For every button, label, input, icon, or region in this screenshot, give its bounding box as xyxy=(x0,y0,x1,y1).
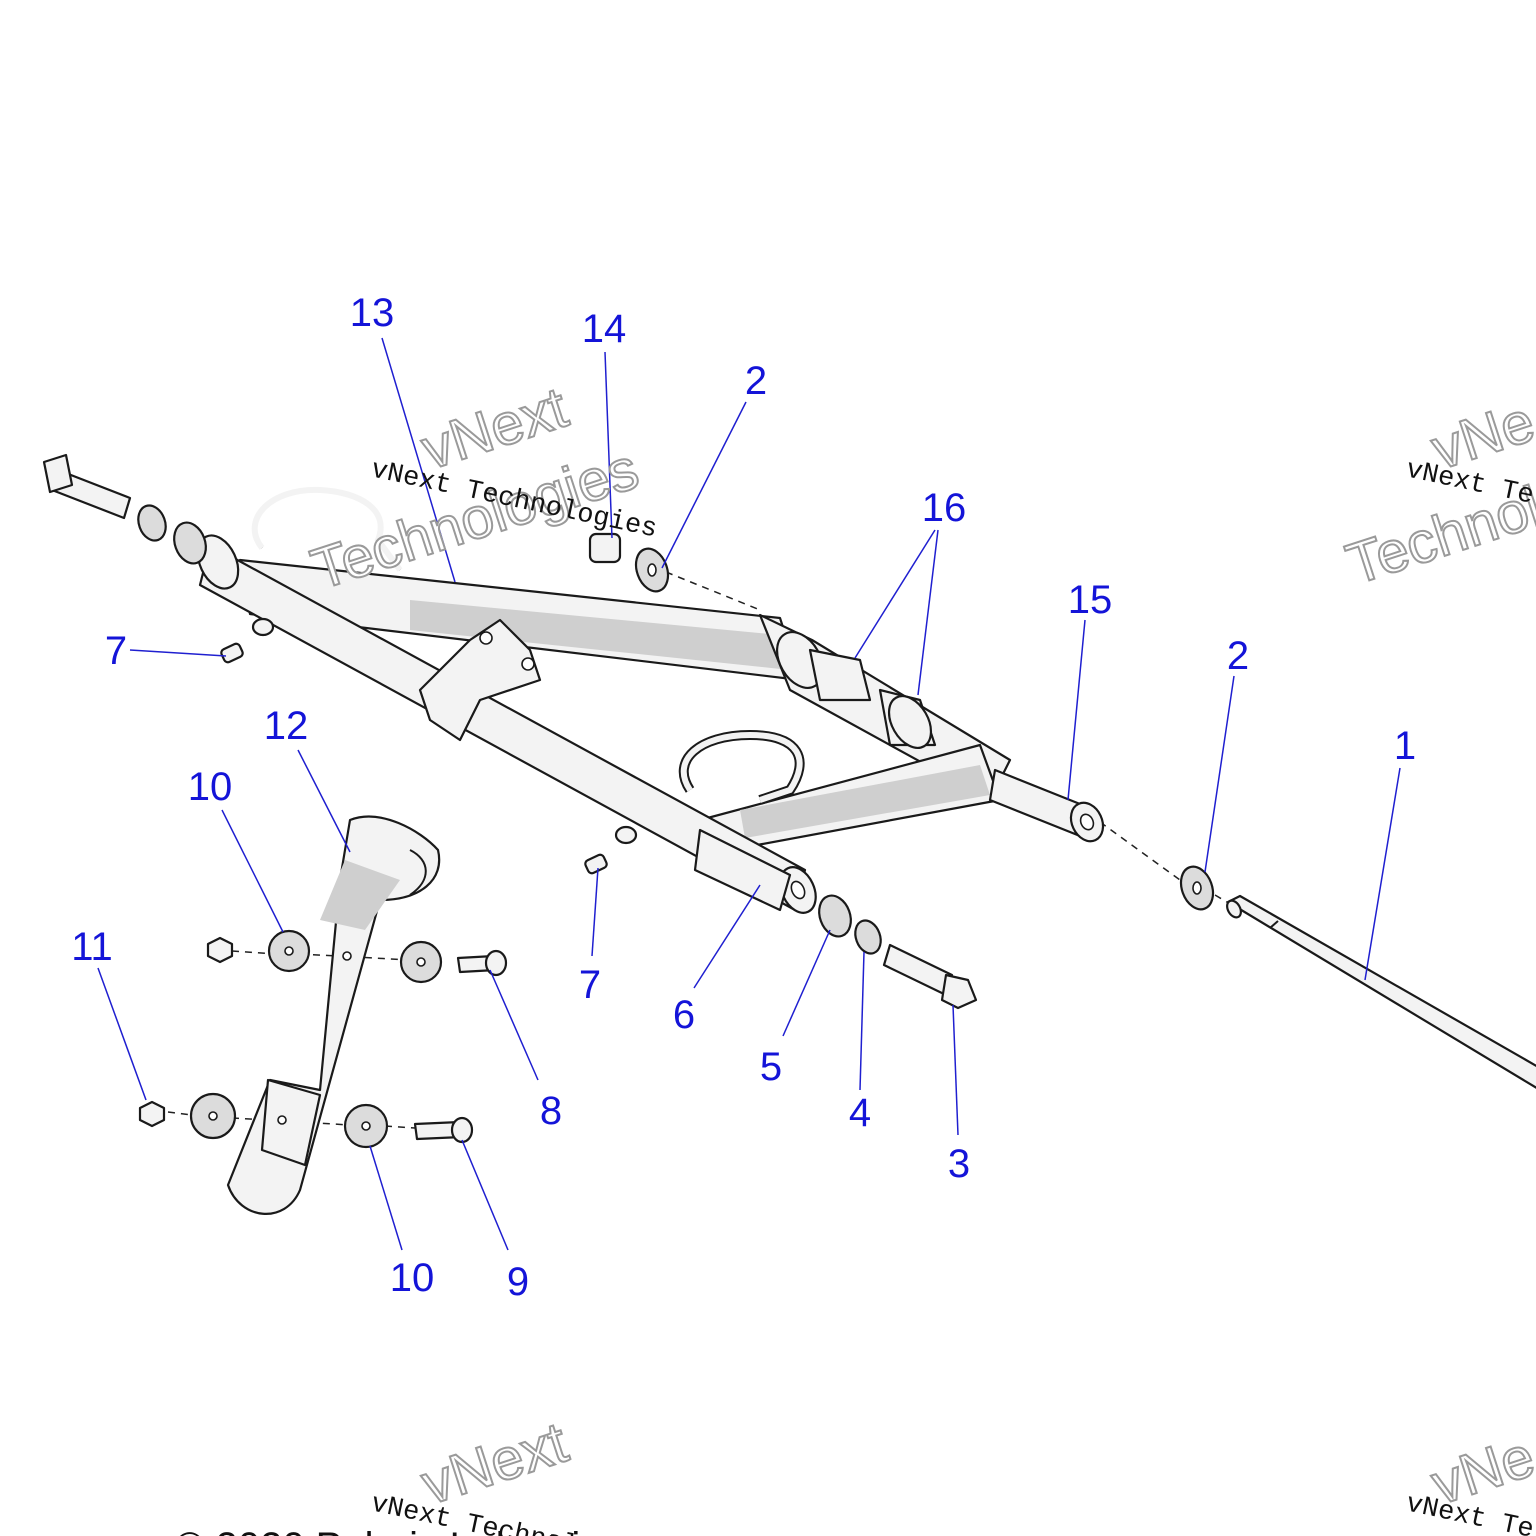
callout-5: 5 xyxy=(760,1045,782,1089)
callout-1: 1 xyxy=(1394,724,1416,768)
callout-2-upper: 2 xyxy=(745,359,767,403)
washer-part-10-upper-left-hole xyxy=(284,946,294,956)
leader-lines xyxy=(97,337,1401,1251)
washer-part-2-upper-hole xyxy=(647,563,657,577)
link-hole-upper xyxy=(342,951,352,961)
bushing-part-14 xyxy=(588,532,622,564)
callout-15: 15 xyxy=(1068,578,1113,622)
axis-line-upper xyxy=(665,571,761,611)
washer-part-10-lower-left-hole xyxy=(208,1111,218,1121)
grease-fitting-part-7-upper xyxy=(220,617,275,664)
callout-9: 9 xyxy=(507,1260,529,1304)
washer-part-10-upper-right-hole xyxy=(416,957,426,967)
callout-2-right: 2 xyxy=(1227,634,1249,678)
bolt-part-8 xyxy=(456,949,508,977)
rod-part-1 xyxy=(1226,894,1536,1089)
callout-7-upper: 7 xyxy=(105,629,127,673)
nut-part-11-lower xyxy=(138,1100,166,1128)
washer-upper-left-2 xyxy=(173,521,207,565)
pivot-bolt-upper-left xyxy=(42,453,132,520)
bolt-part-3 xyxy=(882,943,978,1010)
washer-part-5 xyxy=(818,894,852,938)
washer-part-10-lower-right-hole xyxy=(361,1121,371,1131)
link-hole-lower xyxy=(277,1115,287,1125)
loop-handle-right xyxy=(678,729,805,805)
callout-3: 3 xyxy=(948,1142,970,1186)
loop-handle-left xyxy=(251,486,403,572)
callout-8: 8 xyxy=(540,1089,562,1133)
callout-4: 4 xyxy=(849,1091,871,1135)
callout-14: 14 xyxy=(582,307,627,351)
callout-10-upper: 10 xyxy=(188,765,233,809)
bolt-part-9 xyxy=(413,1116,474,1144)
callout-7-lower: 7 xyxy=(579,963,601,1007)
washer-upper-left-1 xyxy=(137,504,167,542)
lower-right-tube xyxy=(698,743,1105,852)
svg-text:vNext: vNext xyxy=(414,1410,575,1518)
copyright-text: © 2020 Polaris Industries xyxy=(175,1525,622,1536)
washer-part-2-right-hole xyxy=(1192,881,1202,895)
axis-line-link-bottom3 xyxy=(384,1125,416,1129)
axis-line-right xyxy=(1099,821,1181,881)
link-part-12 xyxy=(226,815,441,1215)
mount-bracket xyxy=(418,618,542,742)
callout-10-lower: 10 xyxy=(390,1256,435,1300)
callout-11: 11 xyxy=(71,925,113,969)
main-tube-part-6 xyxy=(196,534,817,914)
callout-12: 12 xyxy=(264,704,309,748)
callout-13: 13 xyxy=(350,291,395,335)
washer-part-4 xyxy=(854,919,882,955)
grease-fitting-part-7-lower xyxy=(584,825,638,875)
nut-part-11-upper xyxy=(206,936,234,964)
callout-6: 6 xyxy=(673,993,695,1037)
callout-16: 16 xyxy=(922,486,967,530)
axis-line-link-bottom2 xyxy=(231,1117,351,1126)
